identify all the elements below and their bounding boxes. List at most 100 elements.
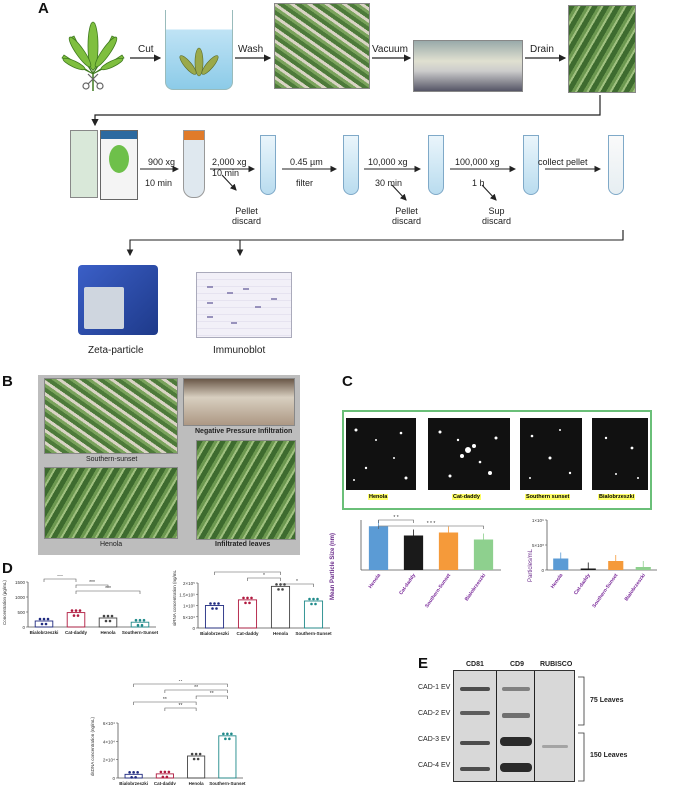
- data-point: [40, 622, 44, 626]
- filter-bag-icon: [100, 130, 138, 200]
- micrograph-southern-sunset: [520, 418, 582, 490]
- significance-label: ***: [105, 586, 111, 592]
- category-label: Henola: [368, 573, 383, 590]
- data-point: [211, 607, 214, 610]
- data-point: [281, 588, 284, 591]
- significance-label: *: [296, 579, 298, 585]
- blot-row-cad4: CAD-4 EV: [418, 762, 451, 769]
- category-label: Henola: [100, 630, 116, 635]
- significance-bracket: [247, 577, 281, 581]
- zeta-instrument-icon: [78, 265, 158, 335]
- data-point: [194, 752, 198, 756]
- y-tick-label: 500: [17, 610, 25, 615]
- panel-d-label: D: [2, 560, 13, 577]
- data-point: [142, 618, 146, 622]
- bar: [66, 612, 86, 628]
- step-drain-label: Drain: [530, 44, 554, 55]
- step4-speed: 10,000 xg: [368, 157, 408, 167]
- data-point: [132, 771, 135, 774]
- bar: [403, 535, 424, 570]
- data-point: [46, 617, 50, 621]
- micro-label-henola: Henola: [368, 494, 389, 500]
- step5-time: 1 h: [472, 178, 485, 188]
- y-tick-label: 5×10⁴: [183, 615, 195, 620]
- data-point: [106, 614, 110, 618]
- panel-b-label: B: [2, 373, 13, 390]
- henola-photo: [44, 467, 178, 539]
- bar: [635, 567, 651, 570]
- category-label: Cat-daddy: [236, 631, 258, 636]
- step6-label: collect pellet: [538, 157, 588, 167]
- beaker-icon: [165, 10, 233, 90]
- group-150-leaves: 150 Leaves: [590, 752, 628, 759]
- data-point: [224, 737, 227, 741]
- micro-label-southern-sunset: Southern sunset: [525, 494, 571, 500]
- y-tick-label: 1000: [15, 595, 26, 600]
- y-tick-label: 5×10⁸: [532, 543, 544, 548]
- blot-row-cad1: CAD-1 EV: [418, 684, 451, 691]
- significance-bracket: [75, 590, 141, 594]
- bar: [237, 599, 258, 629]
- step1-time: 10 min: [145, 178, 173, 188]
- cannabis-leaf-icon: [61, 21, 125, 91]
- conc-chart-ylabel: Particles/mL: [528, 548, 534, 582]
- output-immunoblot-label: Immunoblot: [213, 345, 266, 356]
- significance-label: *: [263, 573, 265, 579]
- significance-label: * * *: [427, 521, 436, 527]
- bar: [130, 621, 150, 628]
- significance-bracket: [195, 695, 228, 699]
- output-zeta-label: Zeta-particle: [88, 345, 144, 356]
- data-point: [226, 732, 229, 736]
- y-tick-label: 0: [192, 626, 195, 631]
- tube-5-icon: [608, 135, 624, 195]
- category-label: Southern-Sunset: [122, 630, 159, 635]
- tube-2-icon: [343, 135, 359, 195]
- data-point: [248, 601, 251, 605]
- bar: [218, 735, 237, 779]
- bar: [438, 532, 459, 570]
- category-label: Cat-daddy: [398, 573, 417, 597]
- data-point: [310, 602, 313, 606]
- panel-a-connector: [91, 95, 601, 127]
- y-axis-label: Concentration (µg/mL): [2, 580, 7, 625]
- significance-bracket: [43, 578, 77, 582]
- step3-filter-size: 0.45 µm: [290, 157, 323, 167]
- step2-time: 10 min: [212, 168, 240, 178]
- bar: [368, 526, 389, 570]
- significance-label: **: [246, 570, 250, 573]
- significance-label: **: [194, 685, 198, 691]
- caption-henola: Henola: [100, 541, 123, 548]
- step1-speed: 900 xg: [148, 157, 176, 167]
- data-point: [38, 617, 42, 621]
- step3-filter-label: filter: [296, 178, 314, 188]
- data-point: [316, 597, 319, 601]
- blot-col-cd81: CD81: [466, 661, 484, 668]
- significance-bracket: [214, 571, 281, 575]
- data-point: [242, 596, 245, 600]
- bar: [155, 773, 174, 779]
- data-point: [134, 618, 138, 622]
- data-point: [138, 618, 142, 622]
- y-tick-label: 0: [541, 568, 544, 573]
- y-tick-label: 2×10⁵: [183, 581, 195, 586]
- data-point: [70, 609, 74, 612]
- data-point: [44, 622, 48, 626]
- significance-label: **: [179, 680, 183, 685]
- significance-bracket: [280, 583, 314, 587]
- southern-sunset-photo: [44, 378, 178, 454]
- bar: [34, 620, 54, 628]
- data-point: [130, 776, 133, 779]
- category-label: Henola: [273, 631, 289, 636]
- conical-tube-icon: [183, 130, 205, 198]
- data-point: [78, 609, 82, 612]
- data-point: [244, 601, 247, 605]
- data-point: [76, 614, 80, 617]
- category-label: Henola: [189, 781, 205, 785]
- bar: [98, 617, 118, 628]
- data-point: [314, 602, 317, 606]
